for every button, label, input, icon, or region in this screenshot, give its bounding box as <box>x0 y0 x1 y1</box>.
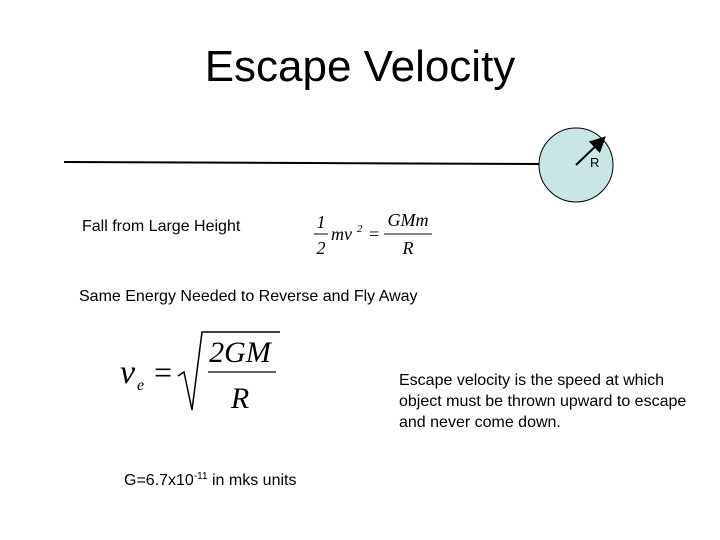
eq1-rhs-den: R <box>402 238 414 258</box>
eq1-half-den: 2 <box>317 238 326 258</box>
eq1-lhs-exponent: 2 <box>357 223 363 235</box>
eq2-lhs: v <box>120 354 136 391</box>
g-constant-prefix: G=6.7x10 <box>124 472 194 489</box>
gravitational-constant: G=6.7x10-11 in mks units <box>124 471 296 490</box>
eq1-half-num: 1 <box>317 212 326 232</box>
energy-equation: 1 2 mv 2 = GMm R <box>314 205 444 267</box>
escape-velocity-equation: v e = 2GM R <box>118 328 288 423</box>
escape-description: Escape velocity is the speed at which ob… <box>399 372 687 431</box>
eq2-equals: = <box>154 354 172 390</box>
eq1-lhs-term: mv <box>331 224 352 244</box>
fall-path-line <box>63 161 541 165</box>
eq2-rhs-den: R <box>230 382 249 415</box>
g-constant-suffix: in mks units <box>207 472 297 489</box>
eq1-equals: = <box>368 224 380 244</box>
radius-arrow <box>575 136 606 166</box>
energy-label: Same Energy Needed to Reverse and Fly Aw… <box>79 288 418 305</box>
slide-title: Escape Velocity <box>204 42 516 91</box>
radius-label: R <box>590 155 600 170</box>
fall-label: Fall from Large Height <box>82 218 241 235</box>
eq1-rhs-num: GMm <box>388 210 429 230</box>
eq2-lhs-sub: e <box>137 377 144 394</box>
eq2-rhs-num: 2GM <box>209 336 273 369</box>
g-constant-exponent: -11 <box>193 471 208 482</box>
radical-sign <box>177 331 280 411</box>
